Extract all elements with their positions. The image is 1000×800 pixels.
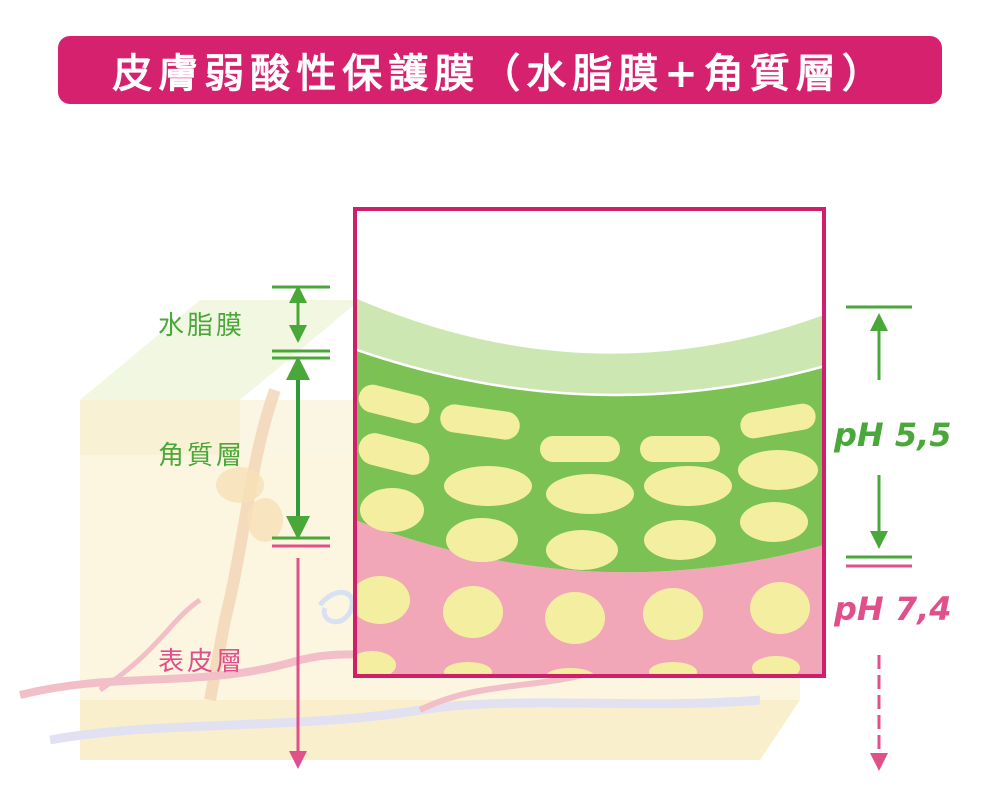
ph-surface-label: pH 5,5 [833, 416, 952, 454]
ph-inner-label: pH 7,4 [833, 590, 952, 628]
label-stratum-corneum: 角質層 [158, 441, 245, 471]
left-dimension-lines [272, 285, 330, 769]
zoom-frame [353, 207, 826, 678]
page-title: 皮膚弱酸性保護膜（水脂膜+角質層） [112, 51, 888, 97]
title-banner: 皮膚弱酸性保護膜（水脂膜+角質層） [58, 36, 942, 104]
right-ph-indicator [846, 305, 912, 771]
zoomed-skin-layers [355, 209, 824, 676]
label-epidermis: 表皮層 [158, 647, 245, 677]
label-lipid-film: 水脂膜 [158, 311, 245, 341]
